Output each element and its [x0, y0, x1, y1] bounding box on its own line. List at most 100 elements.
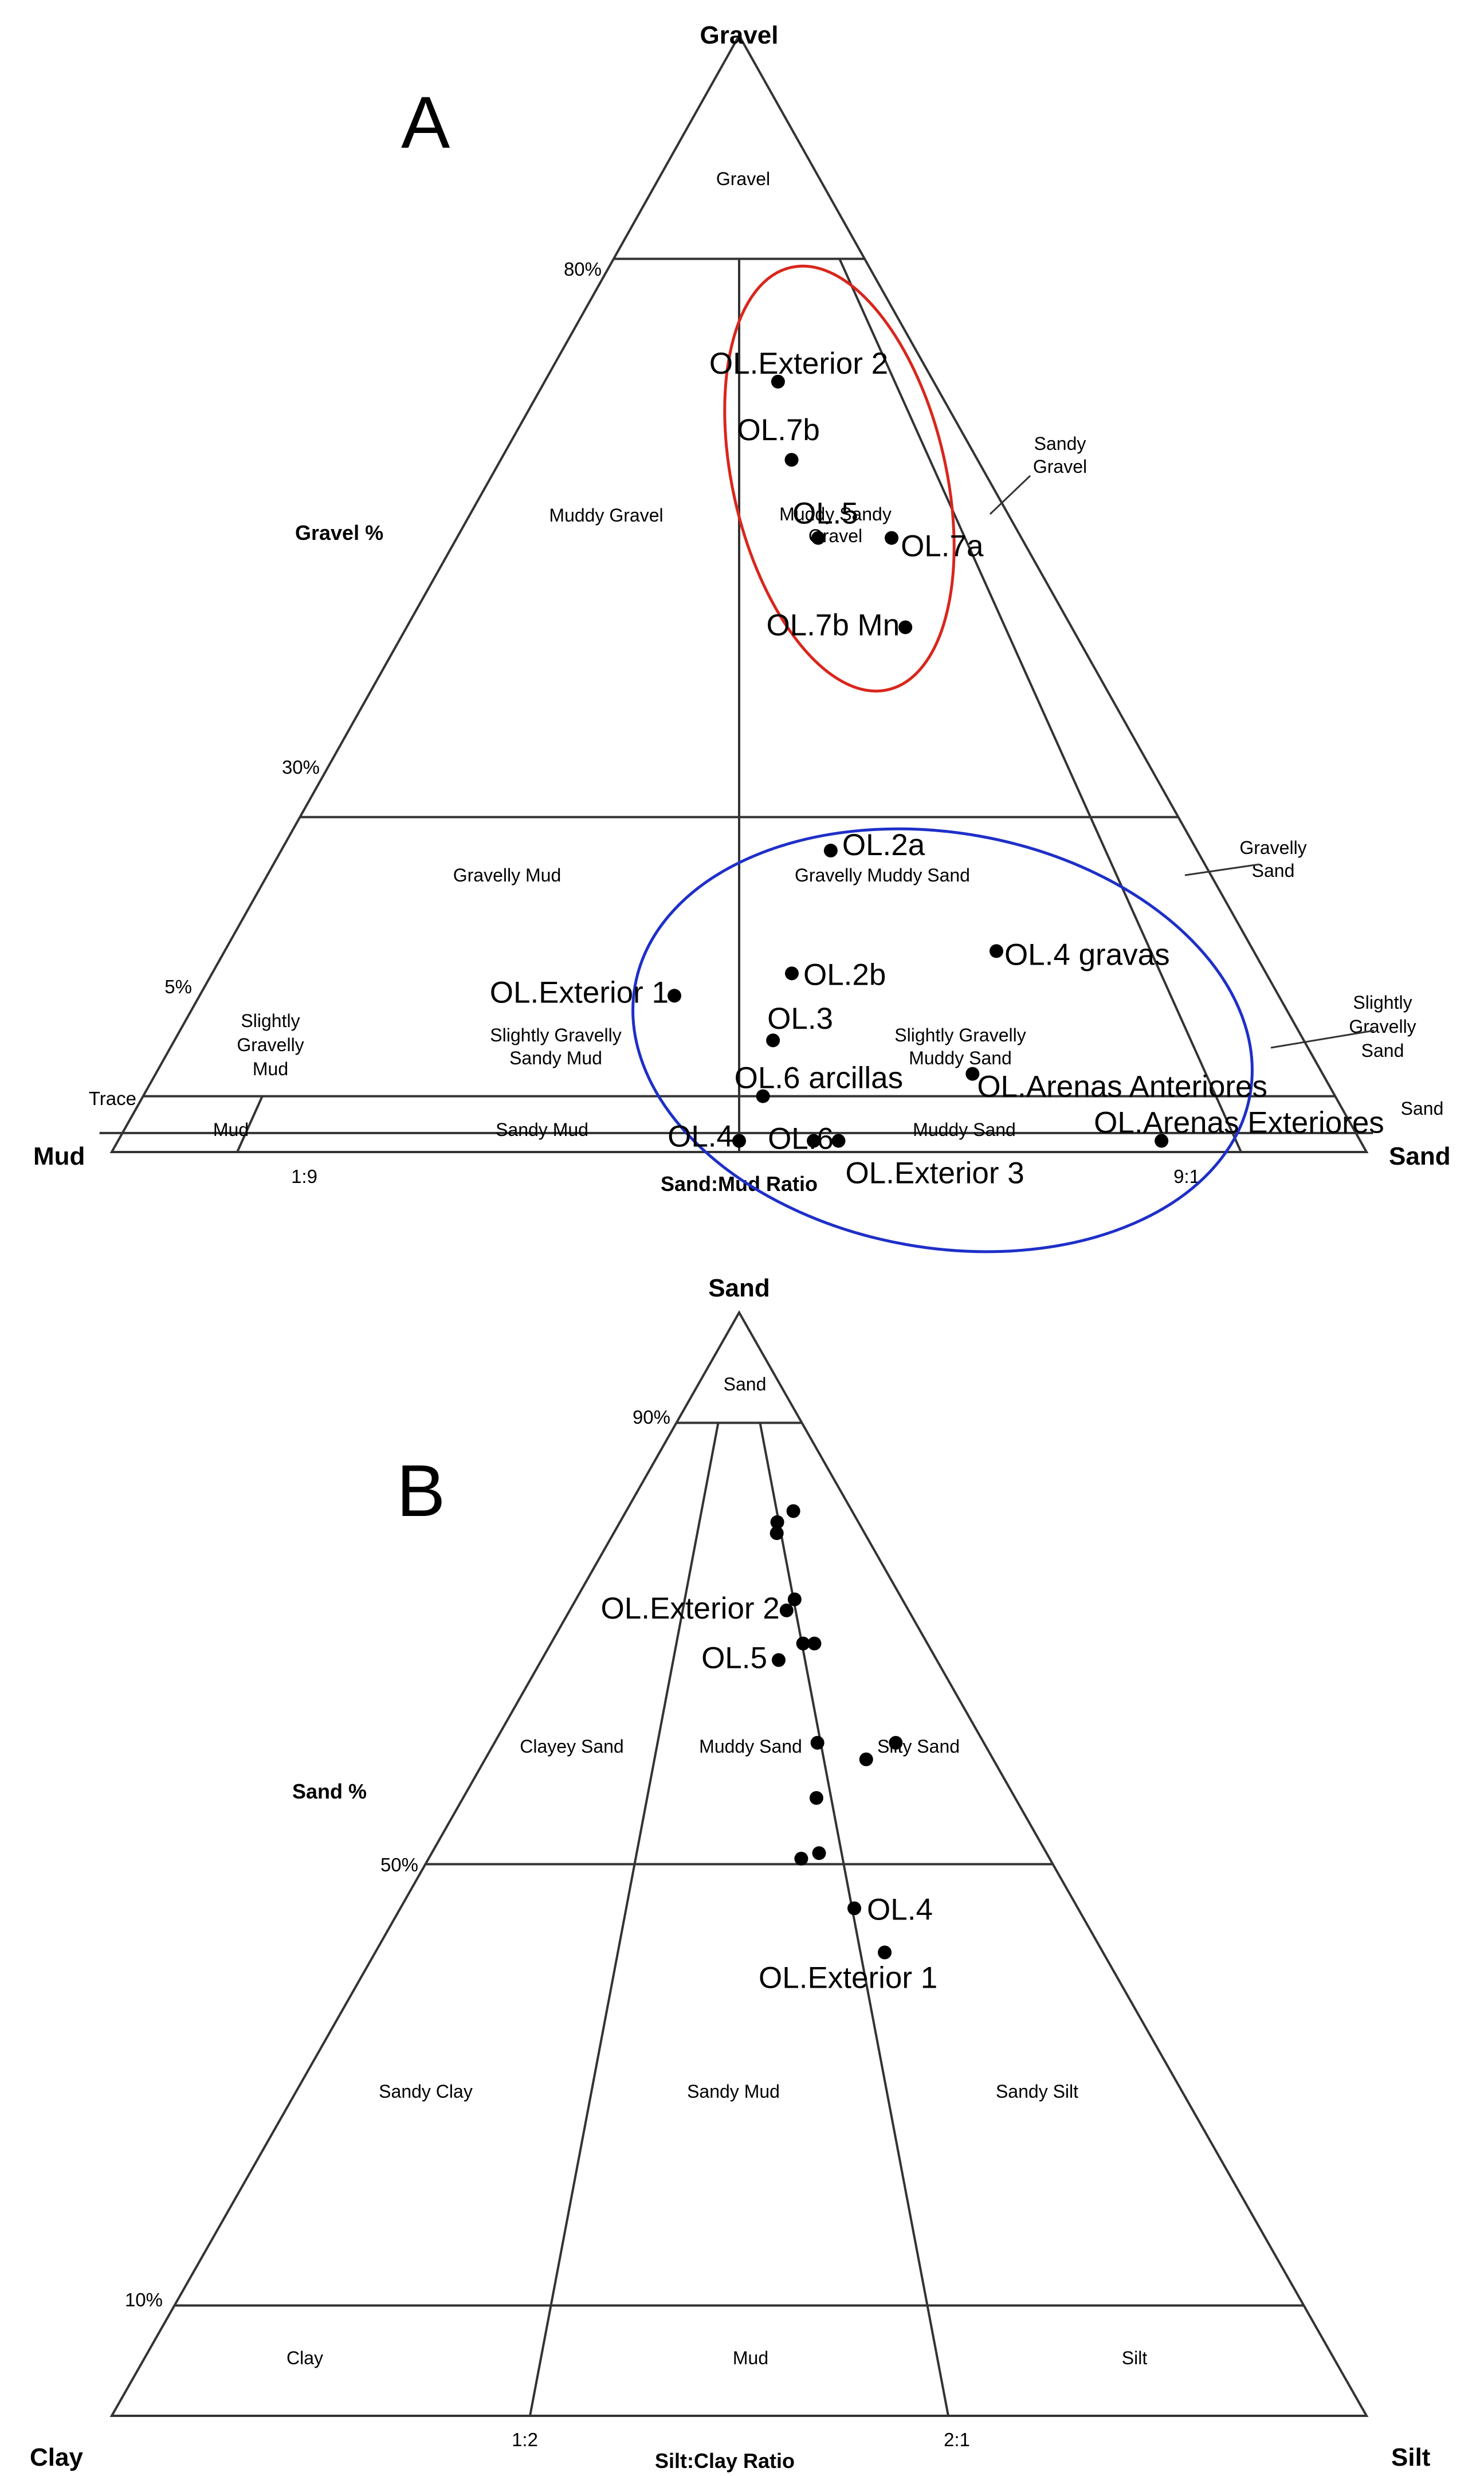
ratio-tick: 9:1 [1173, 1166, 1200, 1187]
sand-axis-label: Sand % [292, 1780, 367, 1803]
panel-a-class-boundaries [99, 257, 1373, 1153]
point-label: OL.Exterior 1 [759, 1961, 937, 1995]
point-label: OL.Arenas Anteriores [977, 1070, 1267, 1104]
sand-tick: 50% [380, 1854, 418, 1875]
data-point [989, 944, 1003, 958]
point-label: OL.Exterior 2 [709, 347, 888, 381]
data-point [1155, 1134, 1169, 1148]
data-point [756, 1089, 770, 1103]
region-label: Mud [733, 2348, 768, 2368]
region-label: Gravelly Mud [453, 865, 562, 886]
gravel-tick: Trace [89, 1088, 136, 1109]
data-point [794, 1851, 808, 1866]
data-point [766, 1033, 780, 1048]
region-label: Muddy Gravel [549, 505, 663, 526]
gravel-tick: 80% [564, 258, 602, 280]
point-label: OL.4 gravas [1004, 938, 1170, 971]
data-point [889, 1735, 903, 1750]
data-point [885, 531, 899, 545]
region-leader-line [1184, 863, 1260, 876]
point-label: OL.7b Mn [766, 608, 900, 642]
point-label: OL.3 [767, 1002, 833, 1036]
sand-mud-ratio-label: Sand:Mud Ratio [661, 1172, 818, 1196]
data-point [732, 1134, 746, 1148]
class-boundary-line [529, 1423, 720, 2416]
region-leader-line [1270, 1029, 1375, 1049]
region-label: Clay [286, 2348, 323, 2368]
region-label: Silt [1122, 2348, 1148, 2368]
data-point [812, 1846, 826, 1860]
point-label: OL.7a [901, 530, 984, 563]
point-label: OL.Exterior 1 [490, 975, 669, 1009]
sand-tick: 10% [125, 2289, 163, 2310]
region-label: Sandy Mud [687, 2081, 780, 2102]
region-label: Clayey Sand [520, 1736, 623, 1757]
blue-group-ellipse [631, 827, 1254, 1253]
data-point [807, 1636, 822, 1651]
gravel-axis-label: Gravel % [295, 521, 383, 544]
panel-letter-a: A [401, 82, 450, 164]
data-point [770, 1515, 784, 1529]
panel-a-ternary: A Gravel Mud Sand Gravel % Sand:Mud Rati… [33, 21, 1451, 1253]
region-label: Gravel [716, 169, 770, 189]
data-point [898, 620, 913, 634]
region-label: Mud [213, 1119, 249, 1140]
data-point [809, 1791, 823, 1805]
silt-clay-ratio-label: Silt:Clay Ratio [655, 2449, 795, 2473]
vertex-right-label: Sand [1389, 1142, 1451, 1170]
point-label: OL.6 [768, 1122, 834, 1156]
ratio-tick: 2:1 [944, 2429, 970, 2450]
gravel-tick: 5% [164, 976, 192, 997]
point-label: OL.4 [668, 1120, 733, 1154]
data-point [771, 1653, 786, 1667]
data-point [784, 453, 799, 467]
region-leader-line [989, 475, 1031, 515]
data-point [786, 1504, 800, 1518]
vertex-top-label: Sand [708, 1274, 770, 1302]
class-boundary-line [236, 1095, 264, 1153]
point-label: OL.5 [792, 497, 858, 531]
region-label: Sandy Silt [996, 2081, 1078, 2102]
region-label: Muddy Sand [913, 1119, 1016, 1140]
class-boundary-line [838, 258, 1242, 1153]
gravel-tick: 30% [282, 757, 320, 778]
data-point [796, 1636, 810, 1651]
data-point [847, 1901, 862, 1915]
point-label: OL.4 [867, 1893, 933, 1927]
panel-b-data-points: OL.Exterior 2OL.5OL.4OL.Exterior 1 [601, 1504, 937, 1995]
ratio-tick: 1:9 [291, 1166, 317, 1187]
red-group-ellipse [723, 264, 956, 693]
region-label: Sand [1401, 1098, 1444, 1119]
region-label: Sand [724, 1374, 767, 1394]
data-point [779, 1603, 794, 1617]
vertex-left-label: Clay [30, 2443, 83, 2471]
data-point [831, 1134, 846, 1148]
data-point [784, 966, 799, 981]
point-label: OL.5 [701, 1641, 767, 1675]
region-label: Sandy Clay [379, 2081, 473, 2102]
panel-b-ternary: B Sand Clay Silt Sand % Silt:Clay Ratio … [30, 1274, 1431, 2473]
data-point [667, 989, 681, 1003]
data-point [810, 1735, 825, 1750]
region-label: Sandy Mud [496, 1119, 588, 1140]
panel-b-region-labels: Sand Clayey Sand Muddy Sand Silty Sand S… [286, 1374, 1147, 2368]
class-boundary-line [759, 1423, 949, 2416]
data-point [823, 844, 838, 858]
sand-tick: 90% [633, 1407, 670, 1428]
vertex-top-label: Gravel [700, 21, 779, 49]
point-label: OL.7b [737, 413, 820, 447]
panel-letter-b: B [396, 1450, 445, 1532]
region-label: Silty Sand [877, 1736, 960, 1757]
point-label: OL.6 arcillas [735, 1061, 904, 1095]
data-point [965, 1067, 980, 1081]
data-point [771, 374, 785, 389]
point-label: OL.2a [842, 828, 925, 862]
